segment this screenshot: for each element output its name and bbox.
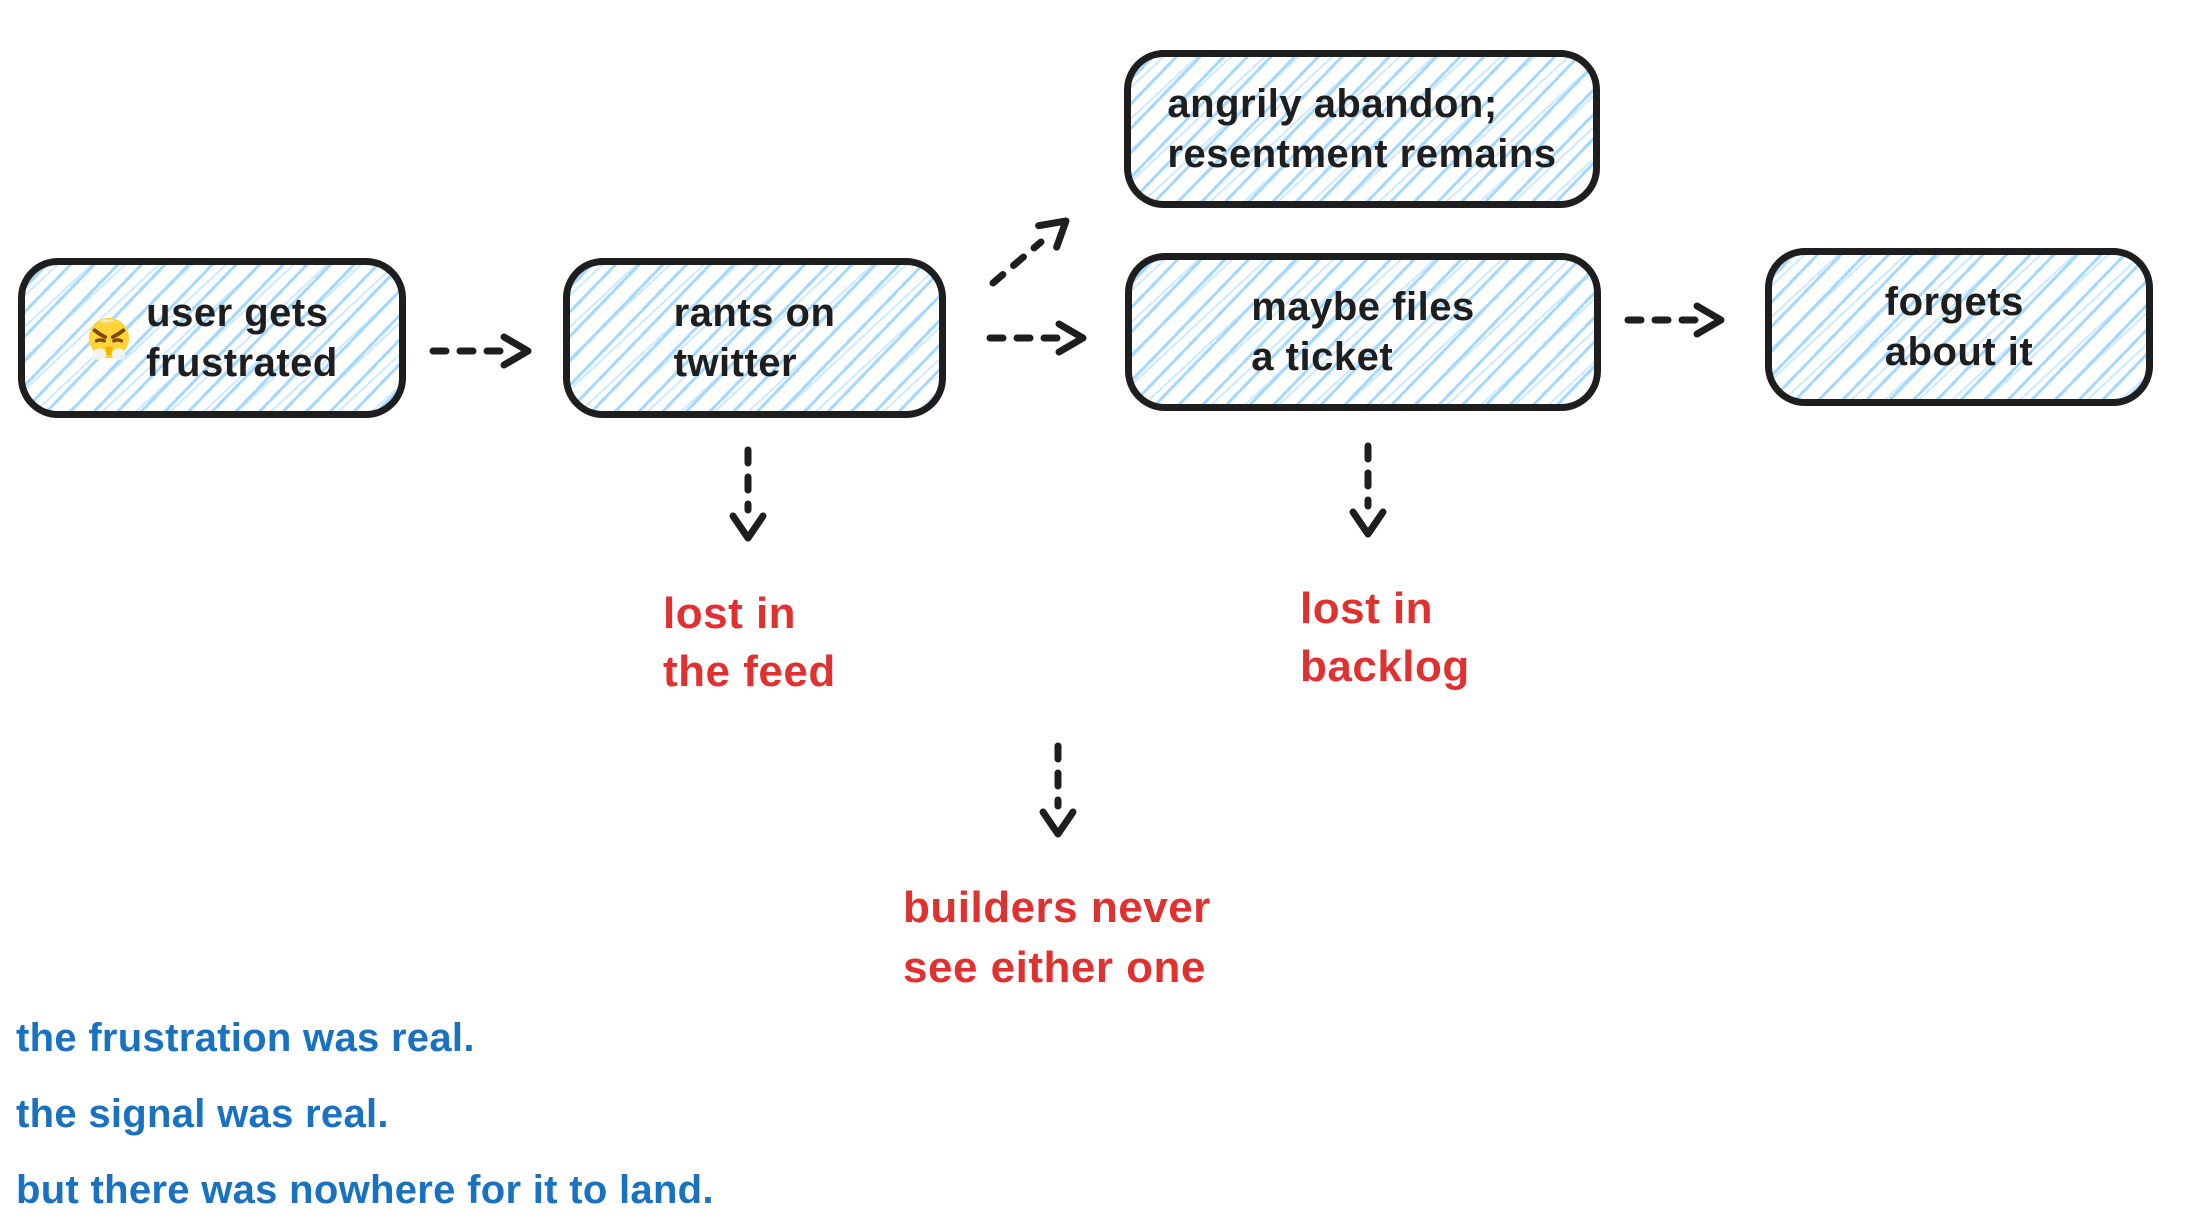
warning-text-line: see either one: [903, 943, 1206, 992]
note-frustration-real: the frustration was real.: [16, 1016, 475, 1060]
node-text-line: user gets: [146, 291, 329, 335]
node-maybe-files-ticket: maybe files a ticket: [1125, 253, 1601, 411]
note-nowhere-to-land: but there was nowhere for it to land.: [16, 1168, 714, 1212]
face-with-steam-emoji: [86, 315, 132, 361]
node-user-gets-frustrated: user gets frustrated: [18, 258, 406, 418]
label-builders-never-see: builders never see either one: [903, 878, 1211, 998]
label-lost-in-backlog: lost in backlog: [1300, 580, 1470, 696]
arrow-ticket-to-forgets-icon: [1624, 302, 1725, 338]
warning-text-line: the feed: [663, 647, 836, 696]
arrow-ticket-down-icon: [1349, 442, 1387, 538]
node-text-line: a ticket: [1251, 335, 1394, 379]
warning-text-line: lost in: [663, 589, 797, 638]
arrow-center-down-icon: [1039, 742, 1077, 838]
arrow-rants-to-abandon-icon: [989, 217, 1070, 287]
warning-text-line: backlog: [1300, 642, 1470, 691]
node-text-line: frustrated: [146, 341, 338, 385]
warning-text-line: lost in: [1300, 584, 1434, 633]
warning-text-line: builders never: [903, 883, 1211, 932]
node-rants-on-twitter: rants on twitter: [563, 258, 946, 418]
note-signal-real: the signal was real.: [16, 1092, 389, 1136]
node-angrily-abandon: angrily abandon; resentment remains: [1124, 50, 1600, 208]
node-text-line: rants on: [673, 291, 836, 335]
node-text-line: resentment remains: [1167, 132, 1557, 176]
arrow-rants-down-icon: [729, 446, 767, 542]
node-text-line: forgets: [1884, 280, 2024, 324]
arrow-rants-to-ticket-icon: [986, 320, 1087, 356]
node-text-line: angrily abandon;: [1167, 82, 1498, 126]
bottom-notes: the frustration was real. the signal was…: [16, 1000, 714, 1228]
node-forgets-about-it: forgets about it: [1765, 248, 2153, 406]
node-text-line: twitter: [673, 341, 798, 385]
node-text-line: about it: [1884, 330, 2034, 374]
node-text-line: maybe files: [1251, 285, 1475, 329]
label-lost-in-feed: lost in the feed: [663, 585, 836, 701]
arrow-frustrated-to-rants-icon: [429, 333, 532, 369]
